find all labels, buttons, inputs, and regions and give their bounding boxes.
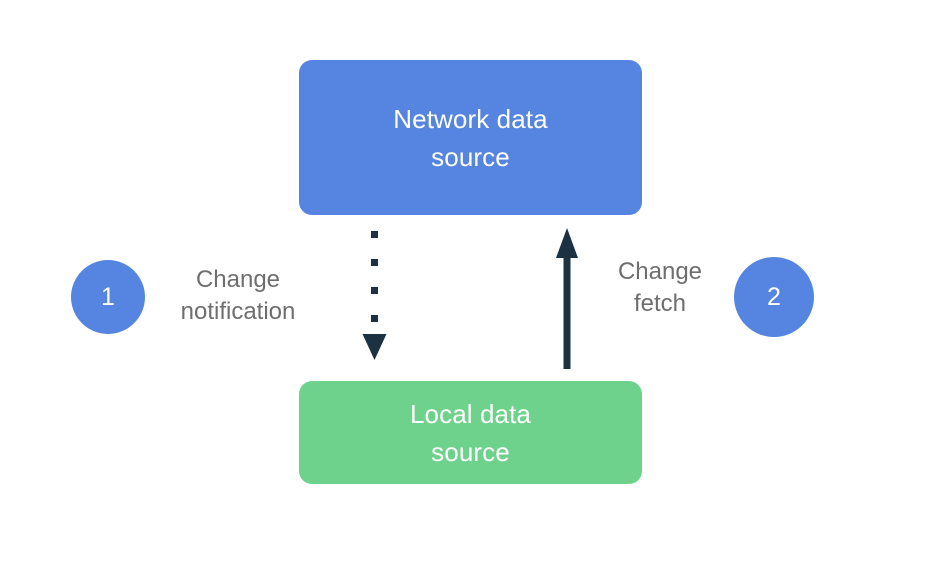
step-marker-2: 2 — [734, 257, 814, 337]
node-network-data-source-label: Network data source — [393, 103, 548, 172]
edge-label-change-notification: Change notification — [180, 266, 296, 325]
step-marker-2-label: 2 — [767, 282, 781, 311]
node-network-data-source: Network data source — [299, 60, 642, 215]
edge-label-change-fetch: Change fetch — [617, 258, 703, 317]
arrow-change-notification-icon — [362, 231, 387, 360]
node-local-data-source: Local data source — [299, 381, 642, 484]
node-local-data-source-label: Local data source — [410, 398, 531, 467]
step-marker-1-label: 1 — [101, 282, 115, 311]
step-marker-1: 1 — [71, 260, 145, 334]
arrow-change-fetch-icon — [556, 228, 578, 369]
